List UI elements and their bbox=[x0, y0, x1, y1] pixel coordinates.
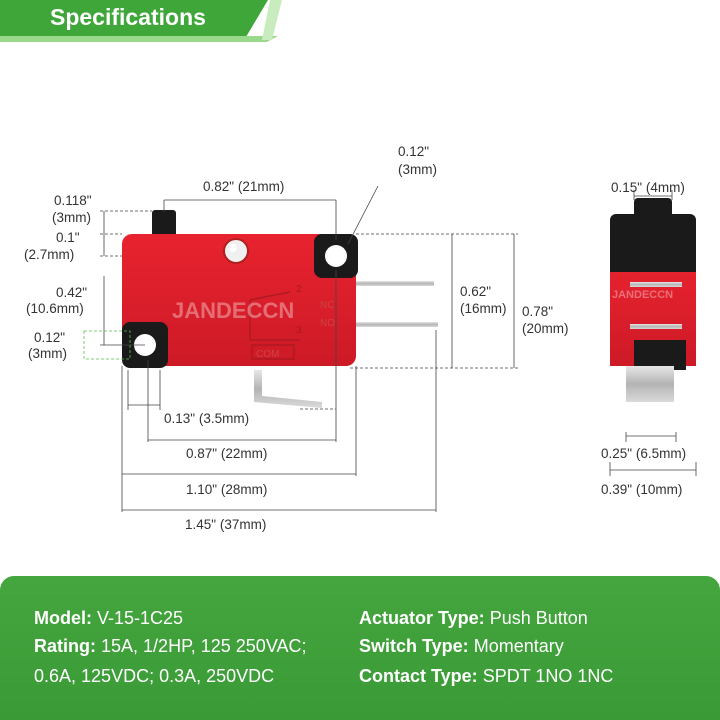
spec-rating-line2: 0.6A, 125VDC; 0.3A, 250VDC bbox=[34, 666, 274, 687]
contact-type-label: Contact Type: bbox=[359, 666, 478, 686]
hole-diameter-left-label: 0.12" bbox=[34, 330, 65, 345]
front-view-labels: 0.118" (3mm) 0.1" (2.7mm) 0.82" (21mm) 0… bbox=[24, 144, 569, 532]
spec-model: Model: V-15-1C25 bbox=[34, 608, 183, 629]
embossed-circuit bbox=[249, 291, 300, 360]
header-bar bbox=[0, 0, 268, 36]
actuator-width-label: 0.15" (4mm) bbox=[611, 180, 685, 195]
actuator-height-label: 0.118" bbox=[54, 193, 92, 208]
hole-vertical-spacing-label: 0.42" bbox=[56, 285, 87, 300]
rivet bbox=[223, 238, 249, 264]
watermark-side: JANDECCN bbox=[612, 289, 673, 301]
watermark-front: JANDECCN bbox=[172, 298, 294, 323]
hole-diameter-top-mm: (3mm) bbox=[398, 162, 437, 177]
hole-pitch-top-label: 0.82" (21mm) bbox=[203, 179, 284, 194]
switch-body bbox=[122, 234, 356, 366]
actuator-button bbox=[152, 210, 176, 238]
header-underline bbox=[0, 36, 278, 42]
switch-type-label: Switch Type: bbox=[359, 636, 469, 656]
dimension-diagram: 2 3 NC NO COM JANDECCN bbox=[24, 144, 697, 532]
side-terminal-2 bbox=[630, 324, 682, 329]
body-height-mm: (16mm) bbox=[460, 301, 507, 316]
terminal-no bbox=[354, 322, 438, 327]
side-body-black bbox=[610, 214, 696, 270]
hole-to-hole-label: 0.87" (22mm) bbox=[186, 446, 267, 461]
side-body-edge bbox=[610, 258, 696, 272]
overall-height-mm: (20mm) bbox=[522, 321, 569, 336]
overall-height-label: 0.78" bbox=[522, 304, 553, 319]
com-label: COM bbox=[256, 349, 279, 360]
side-terminal-1 bbox=[630, 282, 682, 287]
switch-type-value: Momentary bbox=[473, 636, 564, 656]
contact-type-value: SPDT 1NO 1NC bbox=[482, 666, 614, 686]
hole-vertical-spacing-mm: (10.6mm) bbox=[26, 301, 84, 316]
actuator-height-mm: (3mm) bbox=[52, 210, 91, 225]
switch-front-view: 2 3 NC NO COM JANDECCN bbox=[122, 210, 438, 408]
actuator-type-value: Push Button bbox=[489, 608, 588, 628]
rivet-highlight bbox=[229, 244, 237, 252]
spec-rating: Rating: 15A, 1/2HP, 125 250VAC; bbox=[34, 636, 307, 657]
dimension-lines-front bbox=[83, 185, 518, 512]
actuator-type-label: Actuator Type: bbox=[359, 608, 485, 628]
spec-contact-type: Contact Type: SPDT 1NO 1NC bbox=[359, 666, 613, 687]
mount-hole-top bbox=[325, 245, 347, 267]
switch-side-view: JANDECCN bbox=[610, 198, 696, 402]
side-com-terminal bbox=[626, 366, 674, 402]
terminal-3-label: 3 bbox=[296, 325, 302, 336]
side-base-black bbox=[634, 340, 686, 370]
hole-diameter-left-mm: (3mm) bbox=[28, 346, 67, 361]
model-label: Model: bbox=[34, 608, 92, 628]
body-height-label: 0.62" bbox=[460, 284, 491, 299]
terminal-2-label: 2 bbox=[296, 284, 302, 295]
header-banner: Specifications bbox=[0, 0, 720, 44]
spec-switch-type: Switch Type: Momentary bbox=[359, 636, 564, 657]
no-label: NO bbox=[320, 318, 335, 329]
dimension-lines-side bbox=[609, 190, 697, 476]
hole-edge-offset-label: 0.13" (3.5mm) bbox=[164, 411, 249, 426]
actuator-offset-mm: (2.7mm) bbox=[24, 247, 74, 262]
rating-value: 15A, 1/2HP, 125 250VAC; bbox=[101, 636, 307, 656]
side-view-labels: 0.15" (4mm) 0.25" (6.5mm) 0.39" (10mm) bbox=[601, 180, 686, 497]
terminal-nc bbox=[354, 281, 434, 286]
spec-actuator-type: Actuator Type: Push Button bbox=[359, 608, 588, 629]
nc-label: NC bbox=[320, 300, 334, 311]
page-title: Specifications bbox=[50, 4, 206, 30]
overall-length-label: 1.45" (37mm) bbox=[185, 517, 266, 532]
spec-panel: Model: V-15-1C25 Rating: 15A, 1/2HP, 125… bbox=[0, 576, 720, 720]
rating-label: Rating: bbox=[34, 636, 96, 656]
body-width-label: 0.39" (10mm) bbox=[601, 482, 682, 497]
hole-diameter-top-label: 0.12" bbox=[398, 144, 429, 159]
body-length-label: 1.10" (28mm) bbox=[186, 482, 267, 497]
rating-value-2: 0.6A, 125VDC; 0.3A, 250VDC bbox=[34, 666, 275, 686]
terminal-com bbox=[254, 370, 322, 408]
terminal-width-label: 0.25" (6.5mm) bbox=[601, 446, 686, 461]
actuator-offset-label: 0.1" bbox=[56, 230, 80, 245]
model-value: V-15-1C25 bbox=[97, 608, 184, 628]
